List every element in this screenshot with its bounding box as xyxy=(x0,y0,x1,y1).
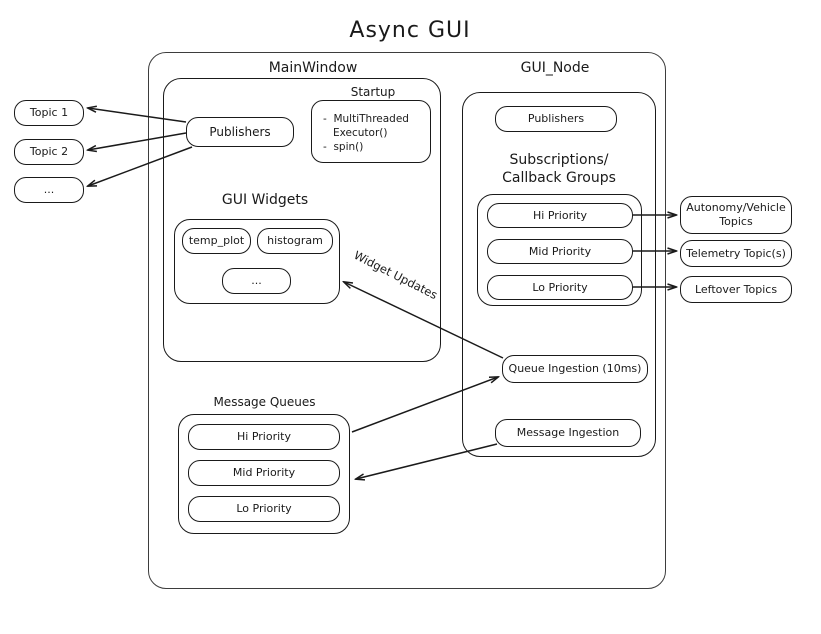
startup-box xyxy=(311,100,431,163)
page-title: Async GUI xyxy=(349,18,471,43)
queue-ingestion-box[interactable]: Queue Ingestion (10ms) xyxy=(502,355,648,383)
widget-histogram[interactable]: histogram xyxy=(257,228,333,254)
subscription-lo-priority[interactable]: Lo Priority xyxy=(487,275,633,300)
main-window-caption: MainWindow xyxy=(268,60,358,76)
gui-node-caption: GUI_Node xyxy=(520,60,590,76)
queue-hi-priority[interactable]: Hi Priority xyxy=(188,424,340,450)
queue-mid-priority[interactable]: Mid Priority xyxy=(188,460,340,486)
autonomy-vehicle-topics[interactable]: Autonomy/Vehicle Topics xyxy=(680,196,792,234)
widget-more[interactable]: ... xyxy=(222,268,291,294)
external-topic-1[interactable]: Topic 1 xyxy=(14,100,84,126)
startup-caption: Startup xyxy=(350,85,396,99)
subscription-mid-priority[interactable]: Mid Priority xyxy=(487,239,633,264)
queue-lo-priority[interactable]: Lo Priority xyxy=(188,496,340,522)
main-window-publishers[interactable]: Publishers xyxy=(186,117,294,147)
subscription-hi-priority[interactable]: Hi Priority xyxy=(487,203,633,228)
subscriptions-caption: Subscriptions/ Callback Groups xyxy=(502,152,616,186)
external-topic-more[interactable]: ... xyxy=(14,177,84,203)
message-queues-caption: Message Queues xyxy=(213,395,316,409)
startup-items: - MultiThreaded Executor() - spin() xyxy=(323,113,409,154)
external-topic-2[interactable]: Topic 2 xyxy=(14,139,84,165)
autonomy-vehicle-topics-label: Autonomy/Vehicle Topics xyxy=(686,201,786,228)
telemetry-topics[interactable]: Telemetry Topic(s) xyxy=(680,240,792,267)
gui-widgets-caption: GUI Widgets xyxy=(221,192,309,208)
gui-node-publishers[interactable]: Publishers xyxy=(495,106,617,132)
widget-temp-plot[interactable]: temp_plot xyxy=(182,228,251,254)
message-ingestion-box[interactable]: Message Ingestion xyxy=(495,419,641,447)
leftover-topics[interactable]: Leftover Topics xyxy=(680,276,792,303)
